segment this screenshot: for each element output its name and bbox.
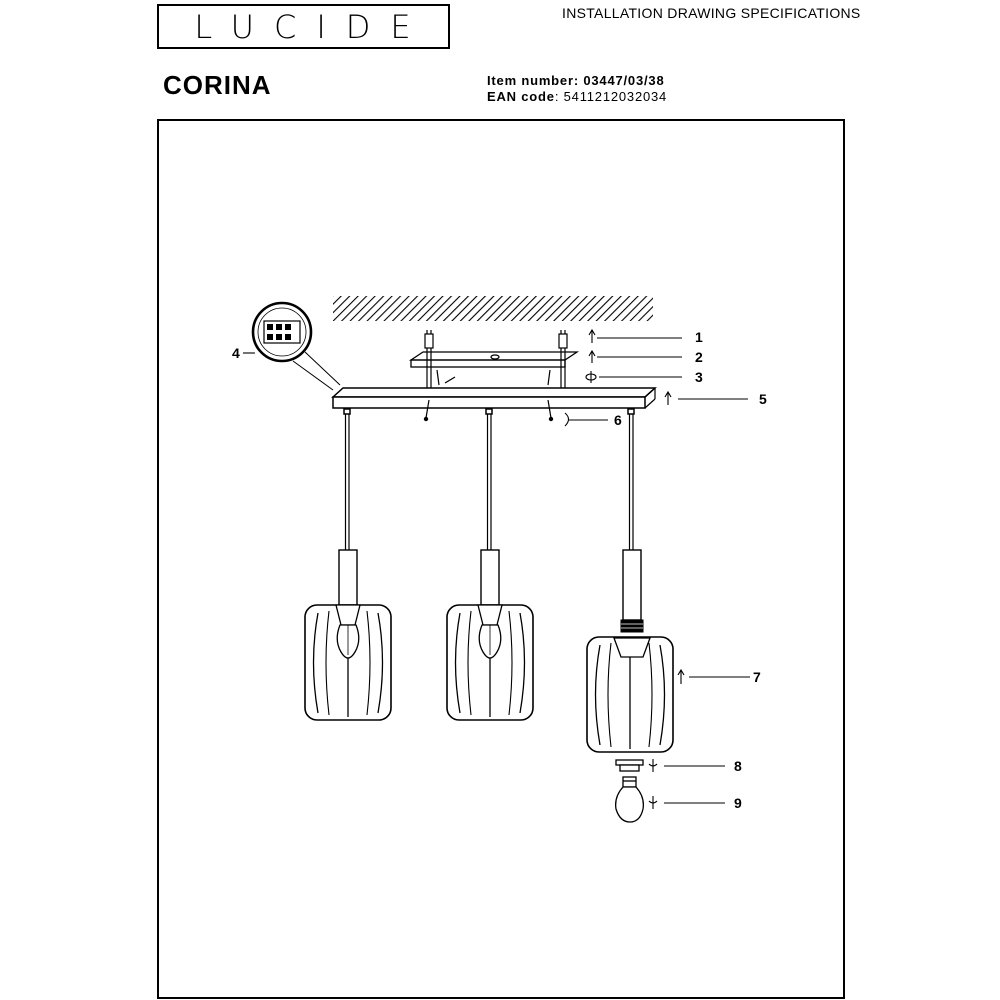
ean-label: EAN code — [487, 89, 555, 104]
callout-3: 3 — [695, 369, 703, 385]
callout-2: 2 — [695, 349, 703, 365]
drawing-frame — [157, 119, 845, 999]
callout-9: 9 — [734, 795, 742, 811]
document-type: INSTALLATION DRAWING SPECIFICATIONS — [562, 5, 861, 21]
ean-row: EAN code: 5411212032034 — [487, 89, 668, 104]
product-name: CORINA — [163, 70, 272, 100]
terminal-block-detail — [251, 301, 341, 391]
suspension-cables — [344, 414, 634, 550]
light-bulb — [615, 776, 644, 823]
callout-6: 6 — [614, 412, 622, 428]
pendant-3 — [586, 549, 674, 753]
shade-ring — [615, 759, 644, 772]
canopy-bar — [331, 387, 657, 415]
item-number-row: Item number: 03447/03/38 — [487, 73, 665, 88]
item-number-value: 03447/03/38 — [583, 73, 665, 88]
mounting-bracket — [408, 351, 580, 368]
callout-7: 7 — [753, 669, 761, 685]
callout-4: 4 — [232, 345, 240, 361]
brand-logo-text: LUCIDE — [194, 7, 431, 46]
brand-logo: LUCIDE — [157, 4, 450, 49]
ean-value: 5411212032034 — [563, 89, 668, 104]
pendant-2 — [446, 549, 534, 721]
item-number-label: Item number — [487, 73, 574, 88]
pendant-1 — [304, 549, 392, 721]
ceiling-hatch — [333, 296, 653, 321]
bar-fixing-screws — [423, 399, 554, 422]
callout-5: 5 — [759, 391, 767, 407]
callout-8: 8 — [734, 758, 742, 774]
callout-1: 1 — [695, 329, 703, 345]
ceiling-screws — [424, 330, 568, 388]
callout-leaders — [243, 328, 750, 809]
